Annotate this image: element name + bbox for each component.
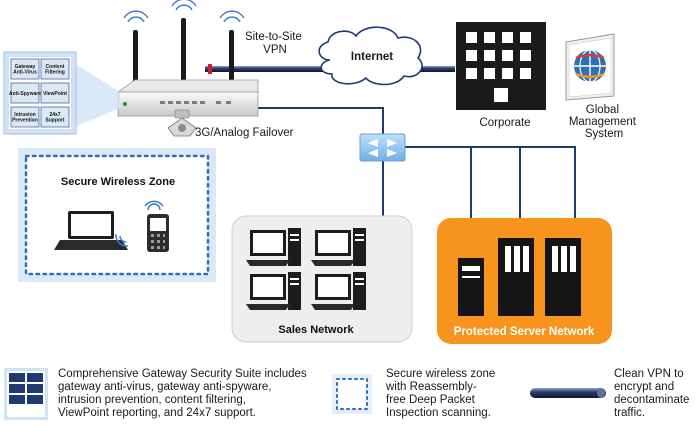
internet-cloud: Internet [318,26,423,86]
legend-vpn-pipe-icon [530,388,606,398]
legend-wireless-zone-icon [332,374,372,414]
security-badge: ViewPoint [40,82,70,104]
firewall-appliance [116,0,259,117]
internet-label: Internet [351,51,393,63]
protected-server-network: Protected Server Network [437,218,612,344]
server-icon [458,258,484,316]
security-badge: Anti-Spyware [9,82,41,104]
protected-network-label: Protected Server Network [454,326,595,338]
sales-network-label: Sales Network [278,324,354,336]
network-switch-icon [359,133,406,162]
link-switch-servers [405,146,576,238]
wifi-signal-icon [115,200,164,247]
server-icon [498,238,534,316]
desktop-computer-icon [246,272,301,310]
site-to-site-vpn-label: Site-to-Site VPN [245,31,305,56]
secure-wireless-zone: Secure Wireless Zone [18,148,216,282]
corporate-building-icon [456,22,546,110]
desktop-computer-icon [246,228,301,266]
laptop-icon [54,211,128,250]
failover-modem-icon [167,109,197,137]
corporate-label: Corporate [479,117,530,129]
desktop-computer-icon [311,228,366,266]
mobile-phone-icon [147,214,169,252]
legend-security-suite-text: Comprehensive Gateway Security Suite inc… [58,368,307,419]
sales-network: Sales Network [231,215,413,343]
failover-label: 3G/Analog Failover [195,127,294,139]
legend-wireless-zone-text: Secure wireless zone with Reassembly- fr… [386,368,496,419]
legend-vpn-text: Clean VPN to encrypt and decontaminate t… [614,368,690,419]
server-icon [545,238,581,316]
legend-security-suite-icon [4,368,48,420]
security-badge-label: ViewPoint [43,91,67,97]
wireless-zone-title: Secure Wireless Zone [61,176,175,188]
desktop-computer-icon [311,272,366,310]
global-management-label: Global Management System [569,104,639,140]
security-badge-label: Anti-Spyware [9,91,41,97]
global-management-system-icon [565,33,615,101]
link-router-switch [255,107,384,135]
antenna-icon [123,0,245,85]
